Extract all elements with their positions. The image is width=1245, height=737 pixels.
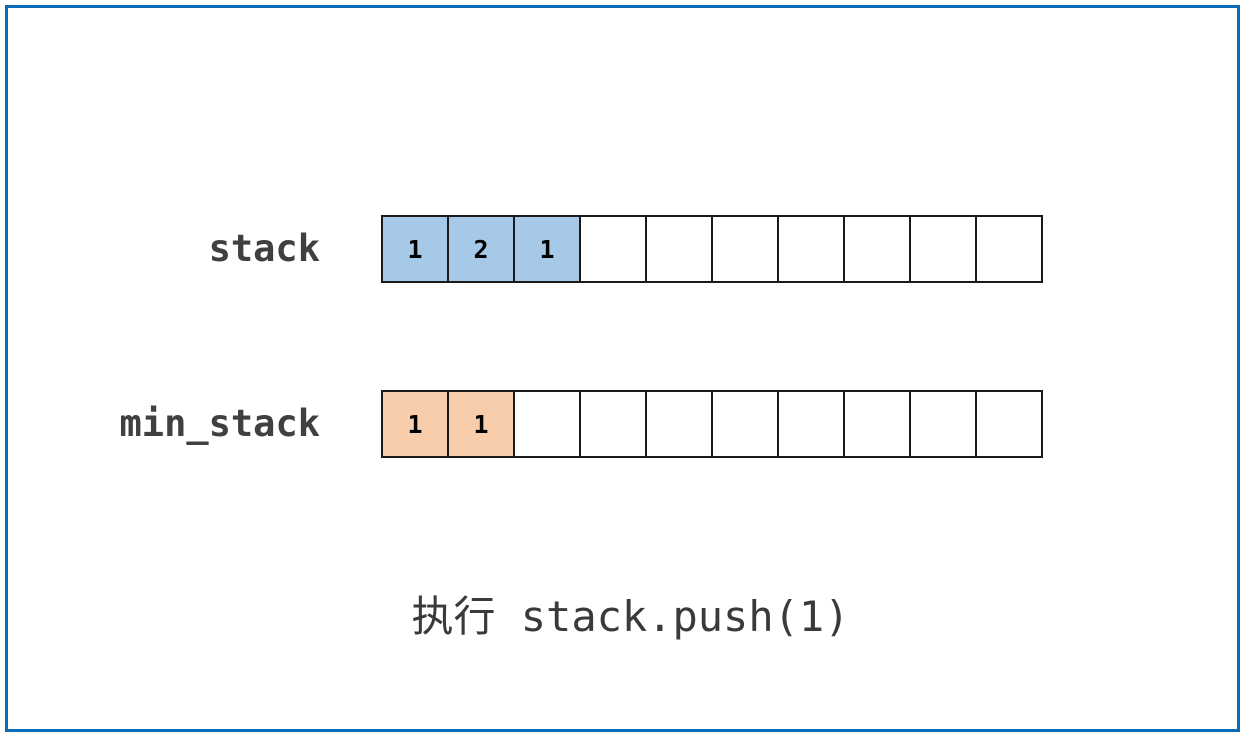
array-cell [515, 392, 581, 458]
array-row-min-stack: min_stack 1 1 [8, 390, 1043, 458]
array-cell [911, 217, 977, 283]
array-label-stack: stack [208, 227, 320, 270]
array-row-stack: stack 1 2 1 [8, 215, 1043, 283]
array-cell [647, 392, 713, 458]
array-cell [845, 217, 911, 283]
array-cell: 1 [515, 217, 581, 283]
operation-caption: 执行 stack.push(1) [411, 592, 850, 641]
array-cell: 1 [383, 217, 449, 283]
array-cells-stack: 1 2 1 [381, 215, 1043, 283]
array-cell [581, 217, 647, 283]
array-cell: 1 [383, 392, 449, 458]
array-cell [911, 392, 977, 458]
diagram-frame: stack 1 2 1 min_stack 1 1 [5, 5, 1240, 732]
array-cell [647, 217, 713, 283]
array-label-min-stack: min_stack [119, 402, 320, 445]
array-cell [581, 392, 647, 458]
array-cell [713, 217, 779, 283]
array-cell [845, 392, 911, 458]
array-cells-min-stack: 1 1 [381, 390, 1043, 458]
array-cell [713, 392, 779, 458]
array-cell: 1 [449, 392, 515, 458]
array-cell [779, 217, 845, 283]
array-cell: 2 [449, 217, 515, 283]
array-cell [977, 392, 1043, 458]
array-cell [977, 217, 1043, 283]
array-cell [779, 392, 845, 458]
